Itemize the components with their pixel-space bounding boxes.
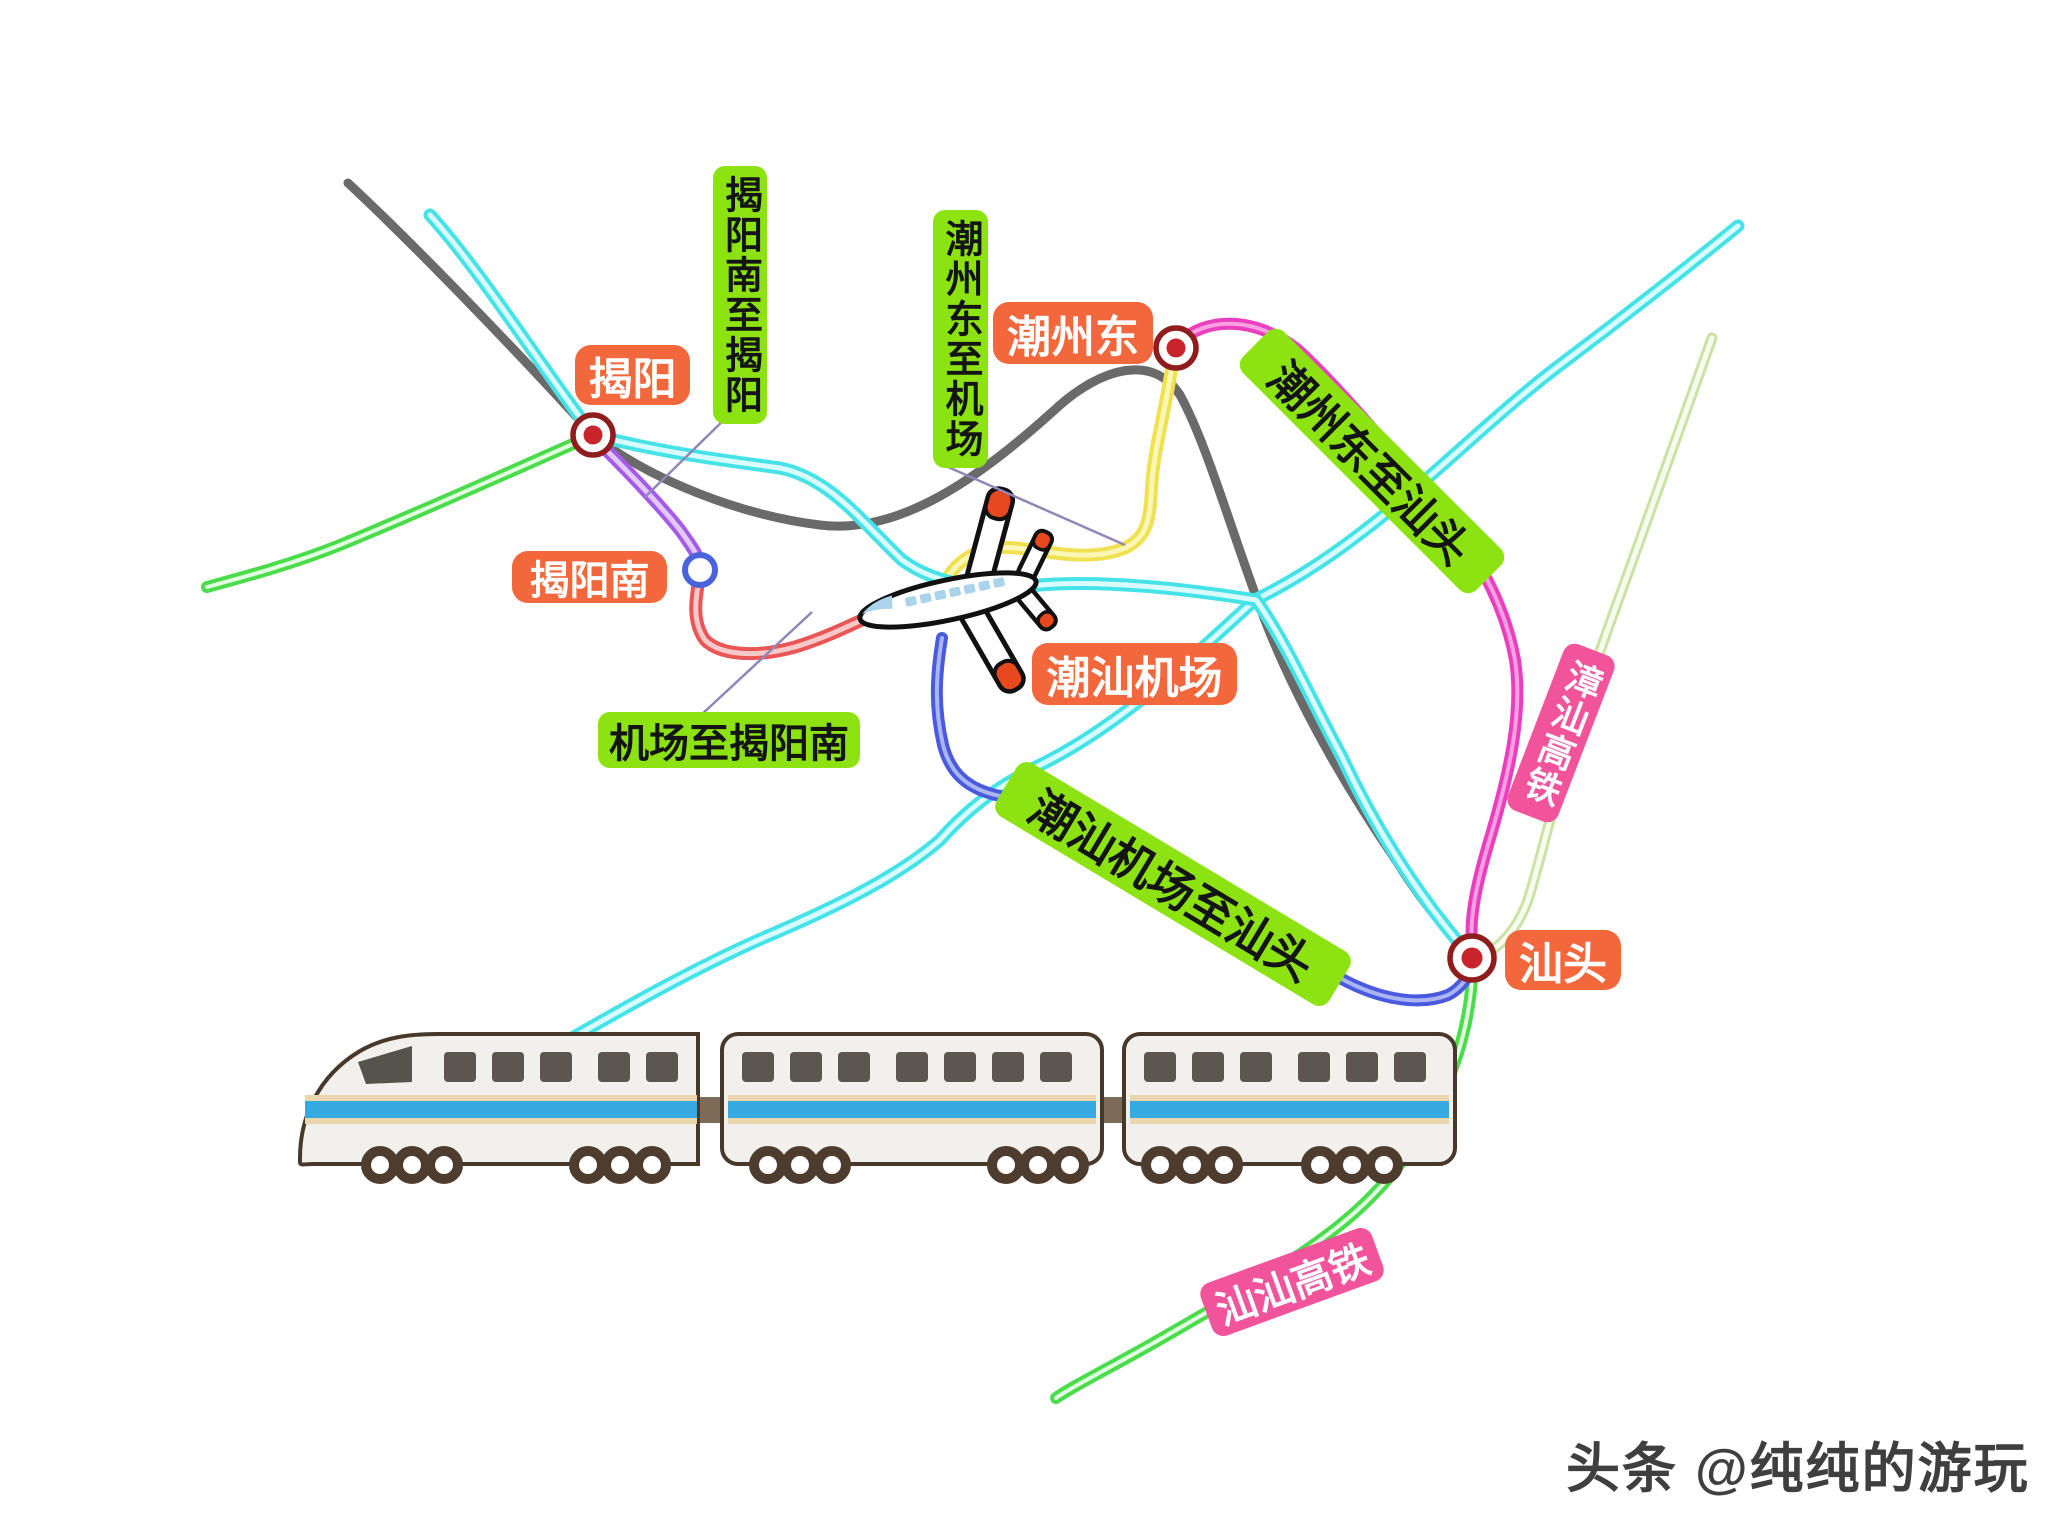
segment-label-airport-to-jieyang-south: 机场至揭阳南 [598,712,860,768]
station-label-chaozhou-east: 潮州东 [993,302,1153,364]
station-marker-jieyang [570,412,616,458]
airplane-icon [857,486,1058,694]
station-marker-shantou [1447,933,1497,983]
segment-label-chaozhou-east-to-airport: 潮州东至机场 [933,210,988,468]
railway-line-green-west [201,429,599,593]
railway-line-green-shanshan [1050,954,1479,1404]
train-wheels [361,1146,1403,1184]
station-label-chaoshan-airport: 潮汕机场 [1032,643,1237,705]
station-marker-jieyang-south [682,552,718,588]
watermark-text: 头条 @纯纯的游玩 [1566,1439,2030,1499]
station-label-shantou: 汕头 [1505,930,1621,990]
segment-label-jieyang-south-to-jieyang: 揭阳南至揭阳 [713,166,767,424]
train-illustration [297,1032,1457,1184]
station-marker-chaozhou-east [1153,325,1199,371]
label-callout-lines [644,411,1126,717]
airplane-windows [905,577,1005,607]
station-label-jieyang-south: 揭阳南 [512,551,667,603]
station-label-jieyang: 揭阳 [575,345,690,405]
